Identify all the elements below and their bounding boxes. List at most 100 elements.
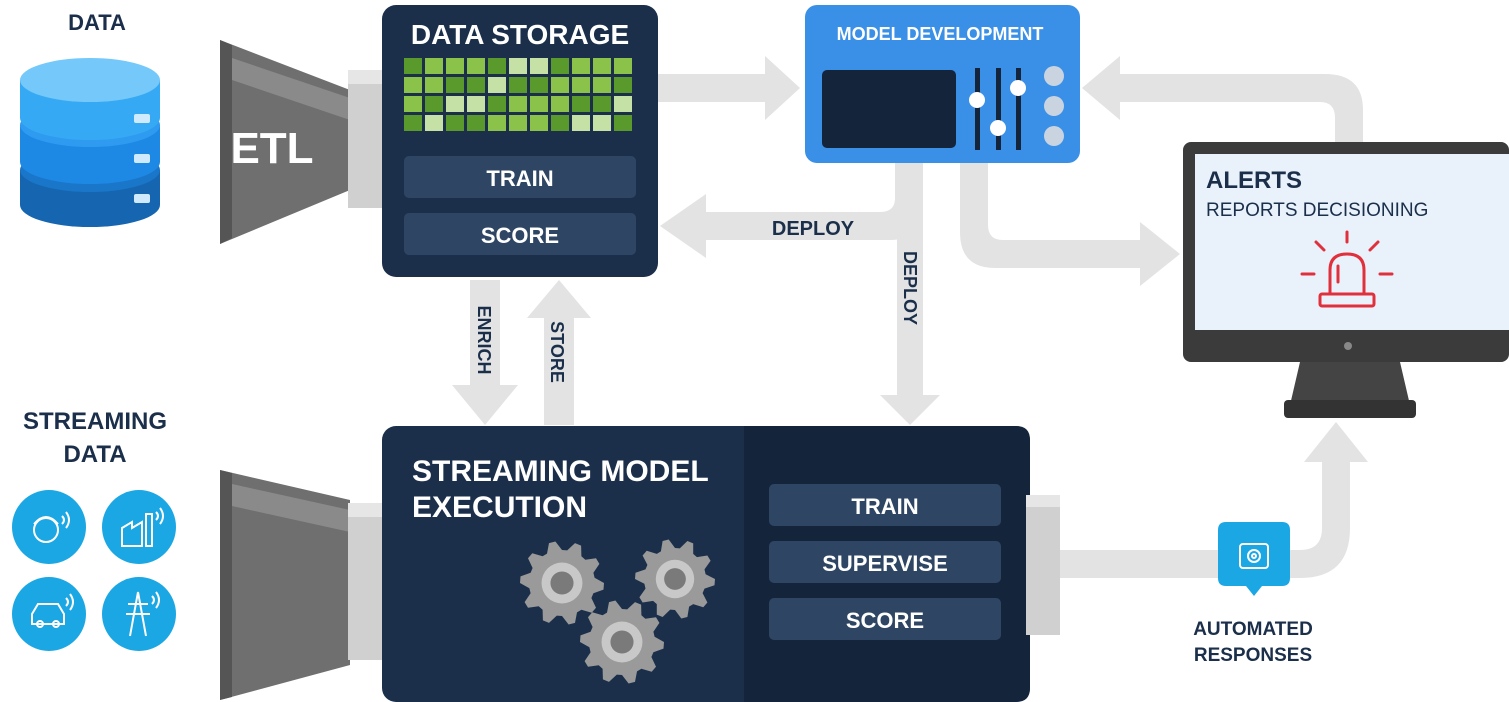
flow-arrows xyxy=(452,56,1368,578)
gears-icon xyxy=(520,539,715,684)
storage-data-cell xyxy=(467,58,485,74)
arrow-alerts-to-model-head xyxy=(1082,56,1120,120)
storage-data-cell xyxy=(446,58,464,74)
storage-data-cell xyxy=(614,115,632,131)
storage-train-label: TRAIN xyxy=(486,166,553,191)
storage-data-cell xyxy=(572,96,590,112)
storage-data-cell xyxy=(509,77,527,93)
deploy-horizontal-label: DEPLOY xyxy=(772,218,855,240)
storage-data-cell xyxy=(509,58,527,74)
arrow-model-to-alerts-head xyxy=(1140,222,1180,286)
settings-icon xyxy=(1239,543,1269,569)
alerts-title: ALERTS xyxy=(1206,167,1302,194)
storage-data-cell xyxy=(614,58,632,74)
arrow-store xyxy=(544,315,574,425)
arrow-alerts-to-model xyxy=(1110,74,1363,145)
slider-knob-icon[interactable] xyxy=(969,92,985,108)
automated-label-line1: AUTOMATED xyxy=(1193,619,1313,640)
model-sliders xyxy=(969,68,1026,150)
storage-data-cell xyxy=(593,58,611,74)
arrow-store-head xyxy=(527,280,591,318)
alerts-monitor xyxy=(1183,142,1509,418)
arrow-enrich-head xyxy=(452,385,518,425)
automated-label-line2: RESPONSES xyxy=(1194,645,1312,666)
storage-data-cell xyxy=(446,77,464,93)
arrow-model-to-alerts xyxy=(960,160,1150,268)
storage-data-cell xyxy=(593,77,611,93)
storage-data-cell xyxy=(488,58,506,74)
arrow-deploy-to-storage xyxy=(700,160,923,240)
exec-supervise-button[interactable]: SUPERVISE xyxy=(769,541,1001,583)
database-icon xyxy=(20,58,160,227)
monitor-power-icon xyxy=(1344,342,1352,350)
model-screen xyxy=(822,70,956,148)
storage-data-cell xyxy=(509,96,527,112)
storage-data-cell xyxy=(425,115,443,131)
storage-train-button[interactable]: TRAIN xyxy=(404,156,636,198)
arrow-enrich xyxy=(470,280,500,390)
storage-data-cell xyxy=(551,58,569,74)
etl-label: ETL xyxy=(230,124,313,173)
storage-data-cell xyxy=(488,115,506,131)
exec-supervise-label: SUPERVISE xyxy=(822,551,948,576)
storage-data-cell xyxy=(530,77,548,93)
gear-center-icon xyxy=(550,571,574,595)
storage-score-label: SCORE xyxy=(481,223,559,248)
storage-data-cell xyxy=(488,77,506,93)
storage-data-cell xyxy=(404,96,422,112)
slider-knob-icon[interactable] xyxy=(990,120,1006,136)
storage-data-cell xyxy=(446,96,464,112)
exec-train-label: TRAIN xyxy=(851,494,918,519)
data-storage-title: DATA STORAGE xyxy=(411,19,629,50)
storage-data-cell xyxy=(593,115,611,131)
model-development-title: MODEL DEVELOPMENT xyxy=(837,24,1044,44)
alerts-subtitle: REPORTS DECISIONING xyxy=(1206,200,1428,221)
exec-score-button[interactable]: SCORE xyxy=(769,598,1001,640)
arrow-storage-to-model-head xyxy=(765,56,800,120)
storage-data-cell xyxy=(572,115,590,131)
streaming-etl-funnel xyxy=(220,470,386,700)
car-icon xyxy=(12,577,86,651)
alarm-light-icon xyxy=(1300,230,1394,308)
storage-data-cell xyxy=(572,58,590,74)
exec-train-button[interactable]: TRAIN xyxy=(769,484,1001,526)
storage-data-cell xyxy=(467,96,485,112)
etl-funnel xyxy=(220,40,386,244)
slider-knob-icon[interactable] xyxy=(1010,80,1026,96)
storage-data-cell xyxy=(614,77,632,93)
storage-data-cell xyxy=(530,96,548,112)
store-label: STORE xyxy=(547,321,567,383)
storage-data-cell xyxy=(593,96,611,112)
arrow-storage-to-model xyxy=(655,74,775,102)
storage-score-button[interactable]: SCORE xyxy=(404,213,636,255)
storage-data-cell xyxy=(509,115,527,131)
storage-data-cell xyxy=(467,115,485,131)
gear-center-icon xyxy=(610,630,634,654)
streaming-execution-title-2: EXECUTION xyxy=(412,491,587,524)
storage-data-cell xyxy=(530,58,548,74)
streaming-execution-title-1: STREAMING MODEL xyxy=(412,455,709,488)
arrow-deploy-to-storage-head xyxy=(660,194,706,258)
storage-data-cell xyxy=(614,96,632,112)
streaming-label-line1: STREAMING xyxy=(23,408,167,435)
arrow-auto-to-alerts-head xyxy=(1304,422,1368,462)
storage-data-cell xyxy=(530,115,548,131)
deploy-vertical-label: DEPLOY xyxy=(900,251,920,325)
model-dials xyxy=(1044,66,1064,146)
storage-data-cell xyxy=(551,115,569,131)
storage-data-cell xyxy=(425,58,443,74)
storage-data-cell xyxy=(446,115,464,131)
data-label: DATA xyxy=(68,10,126,35)
storage-data-cell xyxy=(488,96,506,112)
dial-icon[interactable] xyxy=(1044,96,1064,116)
factory-icon xyxy=(102,490,176,564)
exec-output-connector xyxy=(1026,495,1060,635)
arrow-auto-to-alerts xyxy=(1260,455,1350,578)
power-tower-icon xyxy=(102,577,176,651)
dial-icon[interactable] xyxy=(1044,66,1064,86)
exec-score-label: SCORE xyxy=(846,608,924,633)
storage-data-cell xyxy=(404,77,422,93)
enrich-label: ENRICH xyxy=(474,305,494,374)
dial-icon[interactable] xyxy=(1044,126,1064,146)
storage-data-cell xyxy=(551,77,569,93)
